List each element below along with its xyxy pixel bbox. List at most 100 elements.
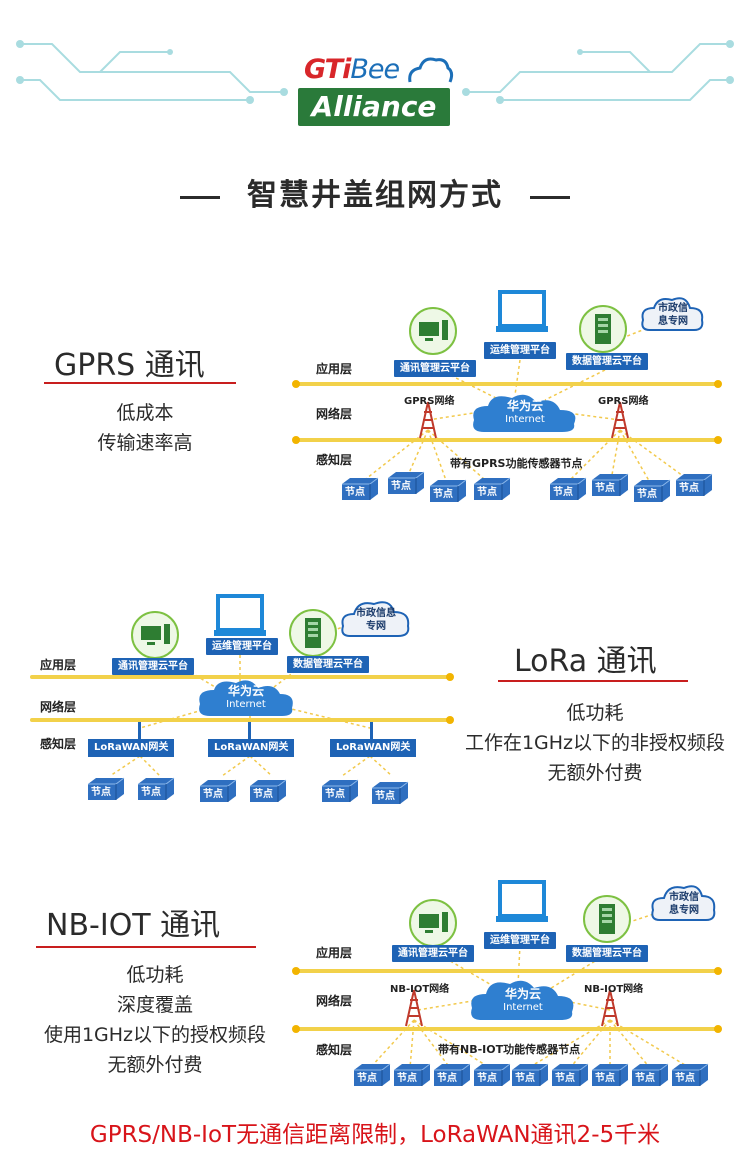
nbiot-feature-1: 低功耗 (126, 964, 184, 986)
sensor-node: 节点 (136, 776, 176, 802)
gprs-layer-sense-label: 感知层 (316, 453, 353, 467)
sensor-node: 节点 (550, 1062, 590, 1088)
logo-top-text: GTiBee (304, 54, 400, 85)
lora-underline (498, 680, 688, 682)
sensor-node-box-icon (200, 779, 237, 802)
gprs-layer-net-label: 网络层 (316, 407, 353, 421)
lora-layer-net-label: 网络层 (40, 700, 77, 714)
page-title: 智慧井盖组网方式 (247, 178, 503, 213)
nbiot-net-layer-line (296, 1027, 720, 1031)
lora-platform-ops: 运维管理平台 (206, 638, 278, 655)
gprs-platform-comm: 通讯管理云平台 (394, 360, 476, 377)
nbiot-layer-sense-label: 感知层 (316, 1043, 353, 1057)
sensor-node-box-icon (672, 1063, 709, 1086)
sensor-node-label: 节点 (679, 483, 699, 494)
gprs-sensor-label: 带有GPRS功能传感器节点 (450, 457, 583, 470)
sensor-node: 节点 (370, 780, 410, 806)
nbiot-layer-app-label: 应用层 (316, 946, 353, 960)
sensor-node-box-icon (434, 1063, 471, 1086)
nbiot-feature-4: 无额外付费 (107, 1054, 203, 1076)
server-icon (579, 305, 627, 353)
sensor-node: 节点 (630, 1062, 670, 1088)
title-line-left (180, 196, 220, 199)
sensor-node-box-icon (322, 779, 359, 802)
sensor-node: 节点 (590, 472, 630, 498)
sensor-node-label: 节点 (391, 481, 411, 492)
sensor-node-label: 节点 (637, 489, 657, 500)
sensor-node-label: 节点 (345, 487, 365, 498)
layer-dot (714, 436, 722, 444)
sensor-node-box-icon (394, 1063, 431, 1086)
sensor-node-label: 节点 (375, 791, 395, 802)
gprs-platform-ops: 运维管理平台 (484, 342, 556, 359)
sensor-node-box-icon (592, 473, 629, 496)
nbiot-network-right: NB-IOT网络 (584, 984, 644, 995)
sensor-node-box-icon (676, 473, 713, 496)
sensor-node-box-icon (512, 1063, 549, 1086)
sensor-node-box-icon (474, 1063, 511, 1086)
cell-tower-icon (405, 989, 423, 1027)
sensor-node-box-icon (250, 779, 287, 802)
gprs-network-right: GPRS网络 (598, 396, 649, 407)
sensor-node-box-icon (430, 479, 467, 502)
sensor-node-label: 节点 (437, 1073, 457, 1084)
nbiot-title: NB-IOT 通讯 (46, 908, 221, 943)
huawei-cloud-icon (473, 394, 576, 432)
laptop-icon (496, 880, 548, 922)
footer-note: GPRS/NB-IoT无通信距离限制，LoRaWAN通讯2-5千米 (89, 1122, 661, 1148)
layer-dot (446, 673, 454, 681)
huawei-cloud-icon (471, 980, 574, 1020)
sensor-node-box-icon (552, 1063, 589, 1086)
sensor-node-label: 节点 (477, 1073, 497, 1084)
logo-alliance-text: Alliance (298, 88, 450, 126)
municipal-cloud-icon (651, 885, 716, 921)
sensor-node-box-icon (632, 1063, 669, 1086)
sensor-node: 节点 (386, 470, 426, 496)
nbiot-platform-ops: 运维管理平台 (484, 932, 556, 949)
cell-tower-icon (601, 989, 619, 1027)
sensor-node: 节点 (548, 476, 588, 502)
gprs-platform-data: 数据管理云平台 (566, 353, 648, 370)
nbiot-platform-comm: 通讯管理云平台 (392, 945, 474, 962)
sensor-node-box-icon (388, 471, 425, 494)
laptop-icon (496, 290, 548, 332)
sensor-node-label: 节点 (515, 1073, 535, 1084)
sensor-node: 节点 (392, 1062, 432, 1088)
sensor-node: 节点 (198, 778, 238, 804)
layer-dot (292, 380, 300, 388)
gateway-antenna (138, 722, 141, 739)
sensor-node-label: 节点 (675, 1073, 695, 1084)
lora-net-layer-line (30, 718, 450, 722)
nbiot-feature-2: 深度覆盖 (116, 994, 193, 1016)
sensor-node: 节点 (320, 778, 360, 804)
sensor-node-box-icon (592, 1063, 629, 1086)
gprs-network-left: GPRS网络 (404, 396, 455, 407)
sensor-node-label: 节点 (635, 1073, 655, 1084)
nbiot-network-left: NB-IOT网络 (390, 984, 450, 995)
sensor-node-label: 节点 (325, 789, 345, 800)
sensor-node: 节点 (670, 1062, 710, 1088)
gtibee-logo: GTiBee Alliance (296, 46, 454, 134)
sensor-node-box-icon (88, 777, 125, 800)
sensor-node: 节点 (510, 1062, 550, 1088)
sensor-node-box-icon (474, 477, 511, 500)
municipal-cloud-icon (641, 297, 704, 331)
gprs-underline (44, 382, 236, 384)
logo-cloud-icon (408, 57, 454, 83)
cell-tower-icon (611, 401, 629, 439)
sensor-node: 节点 (428, 478, 468, 504)
nbiot-app-layer-line (296, 969, 720, 973)
sensor-node: 节点 (674, 472, 714, 498)
lora-platform-data: 数据管理云平台 (287, 656, 369, 673)
layer-dot (292, 1025, 300, 1033)
lora-feature-1: 低功耗 (566, 702, 624, 724)
sensor-node: 节点 (352, 1062, 392, 1088)
sensor-node-label: 节点 (477, 487, 497, 498)
nbiot-layer-net-label: 网络层 (316, 994, 353, 1008)
huawei-cloud-icon (199, 680, 293, 716)
gprs-municipal-label: 市政信息专网 (658, 303, 688, 327)
sensor-node-label: 节点 (203, 789, 223, 800)
